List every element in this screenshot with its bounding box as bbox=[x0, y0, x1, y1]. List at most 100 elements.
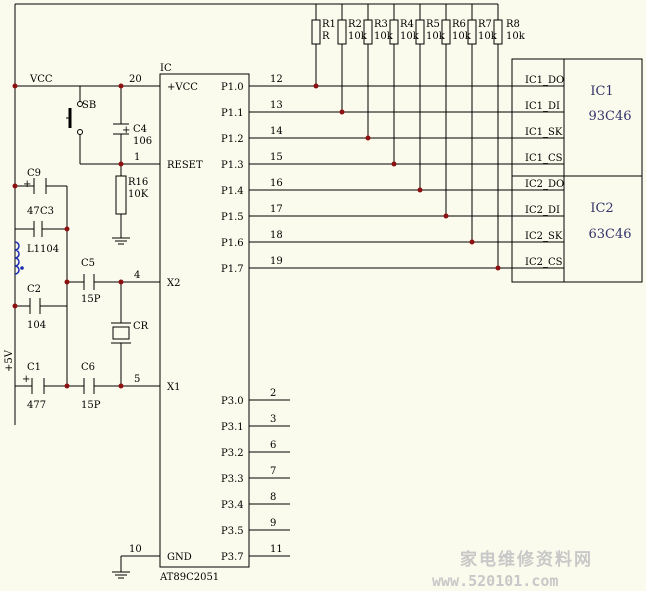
resistor-r7: R7 10k bbox=[467, 19, 498, 45]
pin-p30-name: P3.0 bbox=[221, 396, 244, 407]
eeprom-ic2: IC2 63C46 IC2_DO IC2_DI IC2_SK IC2_CS bbox=[511, 175, 643, 283]
pin-p34-name: P3.4 bbox=[221, 500, 244, 511]
pin-p12-name: P1.2 bbox=[221, 134, 244, 145]
capacitor-c4: + C4 106 bbox=[113, 123, 152, 147]
c6-value: 15P bbox=[81, 400, 101, 411]
l1-label: L1 bbox=[27, 244, 40, 255]
mcu-part: AT89C2051 bbox=[159, 572, 219, 583]
c5-value: 15P bbox=[81, 294, 101, 305]
r6-ref: R6 bbox=[452, 19, 466, 30]
pin-x2-num: 4 bbox=[134, 270, 140, 281]
pin-p13-num: 15 bbox=[270, 152, 283, 163]
c2-ref: C2 bbox=[27, 284, 41, 295]
r8-value: 10k bbox=[506, 31, 526, 42]
r5-ref: R5 bbox=[426, 19, 440, 30]
pin-p37-num: 11 bbox=[270, 544, 283, 555]
pin-p33-name: P3.3 bbox=[221, 474, 244, 485]
cr-label: CR bbox=[133, 321, 149, 332]
pin-p15-name: P1.5 bbox=[221, 212, 244, 223]
resistor-r3: R3 10k bbox=[363, 19, 394, 45]
junction-dots bbox=[12, 83, 501, 389]
ground-reset-icon bbox=[112, 237, 130, 245]
sb-label: SB bbox=[82, 100, 96, 111]
r8-ref: R8 bbox=[506, 19, 520, 30]
c1-plus: + bbox=[22, 374, 30, 385]
c9-plus: + bbox=[23, 179, 31, 190]
sb-switch: SB bbox=[66, 100, 96, 135]
watermark: 家电维修资料网 www.520101.com bbox=[432, 549, 593, 590]
ic2-signal-do: IC2_DO bbox=[525, 179, 564, 190]
mcu-ic: IC AT89C2051 20 +VCC 1 RESET 4 X2 5 X1 1… bbox=[129, 63, 283, 583]
pin-p31-num: 3 bbox=[270, 414, 276, 425]
pin-p14-num: 16 bbox=[270, 178, 283, 189]
c5-ref: C5 bbox=[81, 258, 95, 269]
r4-ref: R4 bbox=[400, 19, 414, 30]
pin-p10-num: 12 bbox=[270, 74, 283, 85]
r1-ref: R1 bbox=[322, 19, 336, 30]
pin-p33-num: 7 bbox=[270, 466, 276, 477]
pin-p10-name: P1.0 bbox=[221, 82, 244, 93]
pin-p34-num: 8 bbox=[270, 492, 276, 503]
watermark-title: 家电维修资料网 bbox=[460, 549, 593, 570]
ic2-name: IC2 bbox=[590, 201, 613, 216]
pin-p32-name: P3.2 bbox=[221, 448, 244, 459]
c1-value: 477 bbox=[27, 400, 46, 411]
eeprom-ic1: IC1 93C46 IC1_DO IC1_DI IC1_SK IC1_CS bbox=[511, 58, 643, 177]
r7-value: 10k bbox=[478, 31, 498, 42]
capacitor-c2: C2 104 bbox=[27, 284, 46, 331]
r5-value: 10k bbox=[426, 31, 446, 42]
resistor-r4: R4 10k bbox=[389, 19, 420, 45]
r3-value: 10k bbox=[374, 31, 394, 42]
supply-label: +5V bbox=[4, 349, 15, 372]
capacitor-c5: C5 15P bbox=[81, 258, 101, 305]
r6-value: 10k bbox=[452, 31, 472, 42]
ic2-signal-cs: IC2_CS bbox=[525, 257, 563, 268]
capacitor-c9: + C9 47 bbox=[23, 168, 47, 217]
ic1-signal-di: IC1_DI bbox=[525, 101, 560, 112]
r1-value: R bbox=[322, 31, 330, 42]
pin-p11-name: P1.1 bbox=[221, 108, 244, 119]
c9-value: 47 bbox=[27, 206, 40, 217]
r3-ref: R3 bbox=[374, 19, 388, 30]
pullup-resistors: R1 R R2 10k R3 10k R4 10k R5 10k R6 10k bbox=[311, 19, 526, 45]
pin-p31-name: P3.1 bbox=[221, 422, 244, 433]
pin-gnd-name: GND bbox=[167, 552, 192, 563]
ic2-part: 63C46 bbox=[588, 227, 631, 242]
pin-reset-name: RESET bbox=[167, 160, 203, 171]
c6-ref: C6 bbox=[81, 362, 95, 373]
ic1-name: IC1 bbox=[590, 84, 613, 99]
c3-ref: C3 bbox=[40, 206, 54, 217]
r2-ref: R2 bbox=[348, 19, 362, 30]
watermark-url: www.520101.com bbox=[432, 572, 558, 590]
pin-p14-name: P1.4 bbox=[221, 186, 244, 197]
pin-p17-name: P1.7 bbox=[221, 264, 244, 275]
ic2-signal-di: IC2_DI bbox=[525, 205, 560, 216]
pin-vcc-num: 20 bbox=[129, 74, 142, 85]
c3-value: 104 bbox=[40, 244, 59, 255]
r7-ref: R7 bbox=[478, 19, 492, 30]
ic1-signal-sk: IC1_SK bbox=[525, 127, 563, 138]
ic1-signal-do: IC1_DO bbox=[525, 75, 564, 86]
r4-value: 10k bbox=[400, 31, 420, 42]
c4-plus: + bbox=[122, 125, 130, 136]
resistor-r1: R1 R bbox=[311, 19, 336, 45]
r2-value: 10k bbox=[348, 31, 368, 42]
c2-value: 104 bbox=[27, 320, 46, 331]
mcu-ref: IC bbox=[160, 63, 172, 74]
pin-x1-num: 5 bbox=[134, 374, 140, 385]
capacitor-c6: C6 15P bbox=[81, 362, 101, 411]
capacitor-c3: C3 104 bbox=[33, 206, 59, 255]
pin-x1-name: X1 bbox=[167, 382, 180, 393]
resistor-r16: R16 10K bbox=[115, 175, 149, 215]
vcc-label: VCC bbox=[29, 74, 53, 85]
pin-p13-name: P1.3 bbox=[221, 160, 244, 171]
pin-p37-name: P3.7 bbox=[221, 552, 244, 563]
c4-ref: C4 bbox=[133, 124, 147, 135]
crystal-cr: CR bbox=[111, 321, 149, 344]
pin-p35-name: P3.5 bbox=[221, 526, 244, 537]
resistor-r8: R8 10k bbox=[493, 19, 526, 45]
r16-ref: R16 bbox=[128, 177, 148, 188]
pin-p35-num: 9 bbox=[270, 518, 276, 529]
pin-gnd-num: 10 bbox=[129, 544, 142, 555]
